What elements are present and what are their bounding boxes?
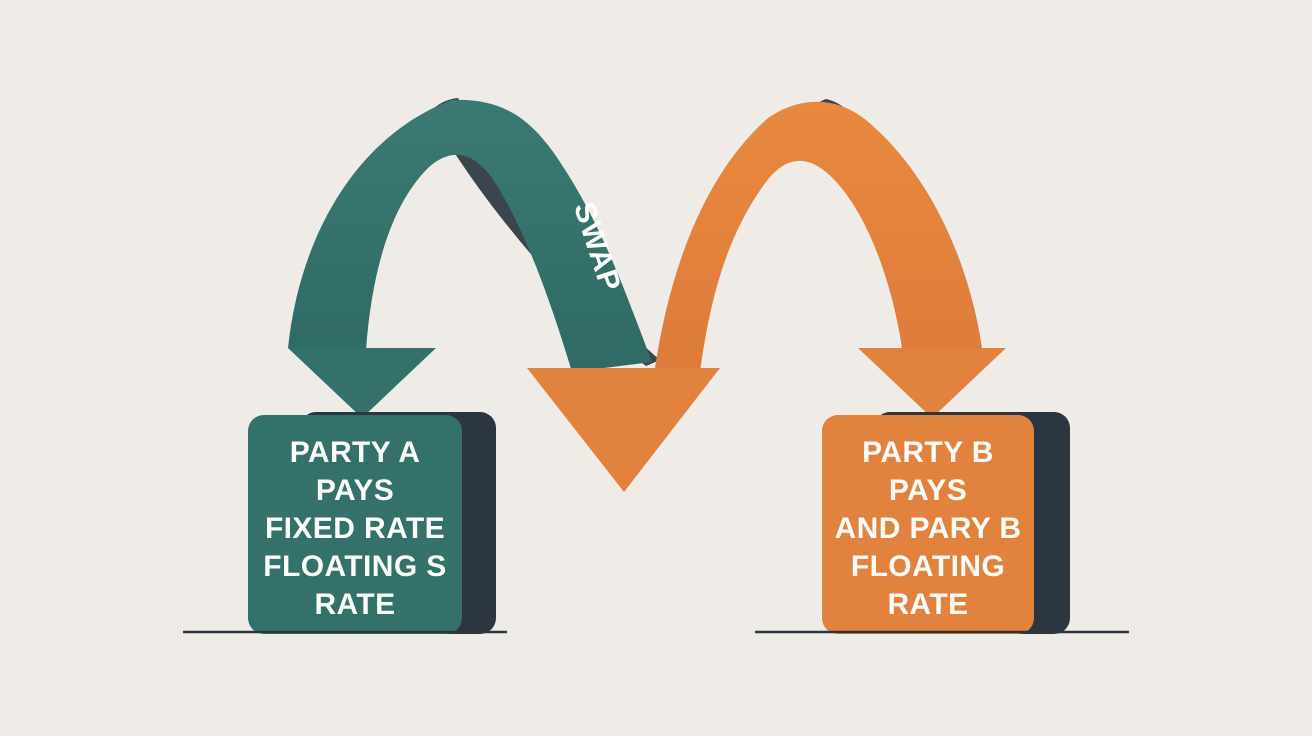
orange-swap-arrow (527, 99, 1006, 492)
teal-arrow-head (288, 348, 436, 418)
party-b-box[interactable] (822, 415, 1034, 634)
party-a-box[interactable] (248, 415, 462, 634)
party-b-line-1: PARTY B (862, 436, 994, 469)
orange-arc-band (655, 101, 982, 372)
party-b-line-5: RATE (887, 588, 968, 621)
party-a-line-5: RATE (314, 588, 395, 621)
party-a-line-3: FIXED RATE (265, 512, 445, 545)
orange-right-arrow-head (858, 348, 1006, 418)
party-b-box-group[interactable]: PARTY B PAYS AND PARY B FLOATING RATE (822, 412, 1070, 634)
party-a-line-2: PAYS (316, 474, 394, 507)
party-b-line-4: FLOATING (851, 550, 1005, 583)
orange-center-arrow-head (527, 368, 720, 492)
party-a-line-1: PARTY A (290, 436, 421, 469)
teal-arc-band (288, 99, 652, 372)
teal-swap-arrow (288, 98, 660, 418)
party-b-line-3: AND PARY B (835, 512, 1022, 545)
party-a-box-group[interactable]: PARTY A PAYS FIXED RATE FLOATING S RATE (248, 412, 496, 634)
party-b-line-2: PAYS (889, 474, 967, 507)
party-a-line-4: FLOATING S (263, 550, 446, 583)
